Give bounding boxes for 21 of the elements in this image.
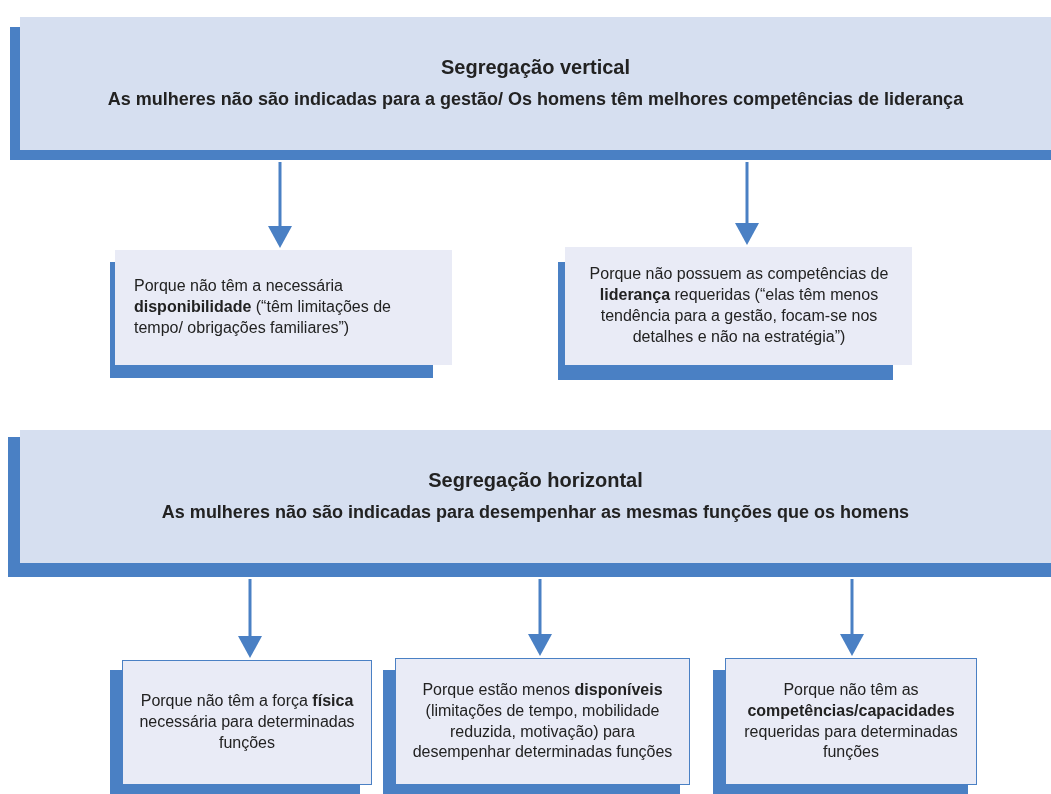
block-arrow — [268, 162, 292, 248]
box-text: Porque não têm as competências/capacidades requeridas para determinadas funções — [743, 679, 959, 763]
box-text: As mulheres não são indicadas para desempenhar as mesmas funções que os homens — [161, 500, 910, 524]
box-heading: Segregação horizontal — [428, 468, 643, 492]
reason-box — [110, 250, 452, 378]
block-arrow — [238, 579, 262, 658]
reason-box — [558, 247, 912, 380]
category-box — [10, 17, 1051, 160]
reason-box — [383, 658, 690, 794]
reason-box — [110, 660, 372, 794]
block-arrow — [840, 579, 864, 656]
box-text: As mulheres não são indicadas para a gestão/ Os homens têm melhores competências de liderança — [107, 87, 964, 111]
box-text: Porque não têm a força física necessária para determinadas funções — [138, 691, 356, 753]
box-text: Porque estão menos disponíveis (limitações de tempo, mobilidade reduzida, motivação) para desempenhar determinadas funções — [411, 679, 674, 763]
reason-box — [713, 658, 977, 794]
box-text: Porque não possuem as competências de liderança requeridas (“elas têm menos tendência para a gestão, focam-se nos detalhes e não na estratégia”) — [588, 264, 890, 347]
block-arrow — [735, 162, 759, 245]
category-box — [8, 430, 1051, 577]
box-text: Porque não têm a necessária disponibilidade (“têm limitações de tempo/ obrigações familiares”) — [134, 276, 392, 338]
box-heading: Segregação vertical — [441, 55, 630, 79]
block-arrow — [528, 579, 552, 656]
